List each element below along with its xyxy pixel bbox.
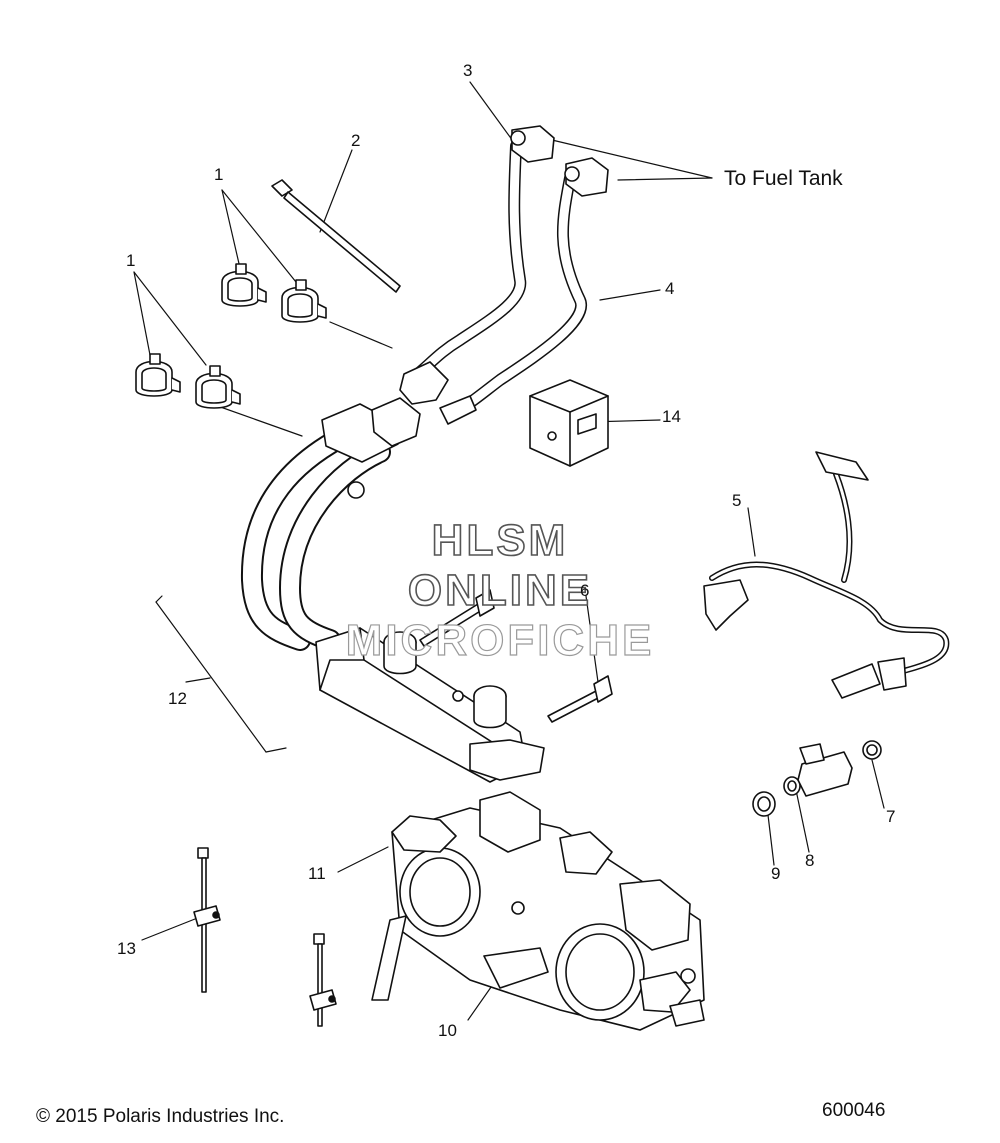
watermark-line-3: MICROFICHE bbox=[345, 615, 655, 665]
callout-4: 4 bbox=[665, 279, 675, 298]
to-fuel-tank-note: To Fuel Tank bbox=[724, 167, 843, 190]
callout-11: 11 bbox=[308, 864, 326, 883]
callout-1-lower: 1 bbox=[126, 251, 136, 270]
leader-lines bbox=[133, 81, 885, 1021]
callout-9: 9 bbox=[771, 864, 781, 883]
callout-3: 3 bbox=[463, 61, 473, 80]
cable-ties-item-13 bbox=[193, 847, 337, 1027]
watermark-line-2: ONLINE bbox=[407, 565, 593, 616]
callout-6: 6 bbox=[580, 581, 590, 600]
cable-tie-item-2 bbox=[271, 179, 401, 293]
foam-block-item-14 bbox=[529, 379, 609, 467]
callout-14: 14 bbox=[662, 407, 681, 426]
fuel-rail-assembly-item-12 bbox=[240, 397, 545, 783]
callout-8: 8 bbox=[805, 851, 815, 870]
callout-5: 5 bbox=[732, 491, 742, 510]
hose-clips-item-1 bbox=[135, 263, 327, 409]
fuel-hoses-items-3-4 bbox=[399, 125, 609, 425]
callout-1-upper: 1 bbox=[214, 165, 224, 184]
copyright-text: © 2015 Polaris Industries Inc. bbox=[36, 1106, 285, 1127]
bolts-item-6 bbox=[419, 589, 613, 723]
injector-and-seals-items-7-8-9 bbox=[752, 740, 882, 817]
callout-12: 12 bbox=[168, 689, 187, 708]
watermark-line-1: HLSM bbox=[431, 515, 569, 566]
callout-13: 13 bbox=[117, 939, 136, 958]
throttle-body-items-10-11 bbox=[371, 791, 705, 1031]
injector-harness-item-5 bbox=[703, 451, 950, 699]
figure-number: 600046 bbox=[822, 1100, 886, 1121]
callout-7: 7 bbox=[886, 807, 896, 826]
callout-10: 10 bbox=[438, 1021, 457, 1040]
callout-2: 2 bbox=[351, 131, 361, 150]
